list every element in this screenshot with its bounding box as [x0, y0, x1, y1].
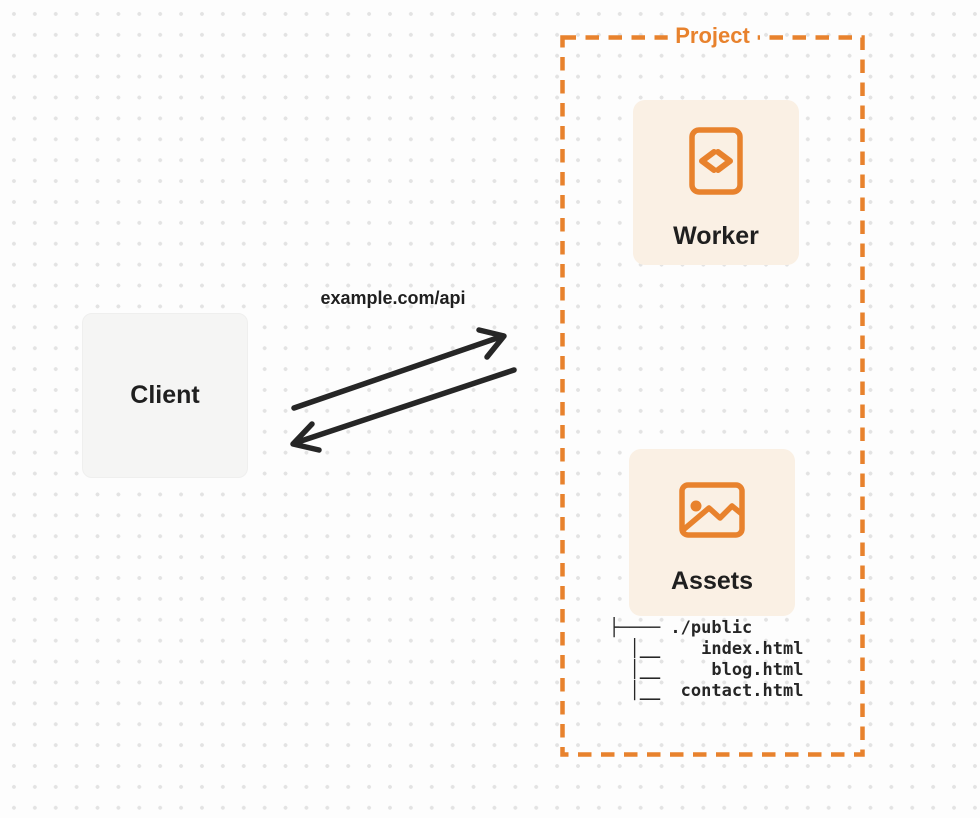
client-node: Client	[82, 313, 248, 478]
response-arrow-head	[290, 421, 322, 453]
file-tree-item-index: │__ index.html	[609, 639, 804, 659]
file-tree-item-blog: │__ blog.html	[609, 660, 804, 680]
request-arrow-head	[476, 327, 507, 360]
assets-node: Assets	[629, 449, 795, 616]
file-tree-root: ├──── ./public	[609, 618, 753, 638]
response-arrow-shaft	[292, 367, 517, 446]
code-file-icon	[689, 127, 743, 200]
client-label: Client	[130, 381, 200, 409]
worker-label: Worker	[673, 222, 759, 250]
assets-file-tree: ├──── ./public │__ index.html │__ blog.h…	[609, 618, 803, 702]
request-arrow-shaft	[291, 333, 506, 411]
request-url-label: example.com/api	[320, 288, 466, 308]
file-tree-item-contact: │__ contact.html	[609, 681, 804, 701]
project-label: Project	[667, 24, 758, 48]
assets-label: Assets	[671, 567, 753, 595]
project-container: Project	[560, 24, 865, 757]
image-icon	[679, 482, 745, 543]
worker-node: Worker	[633, 100, 799, 265]
